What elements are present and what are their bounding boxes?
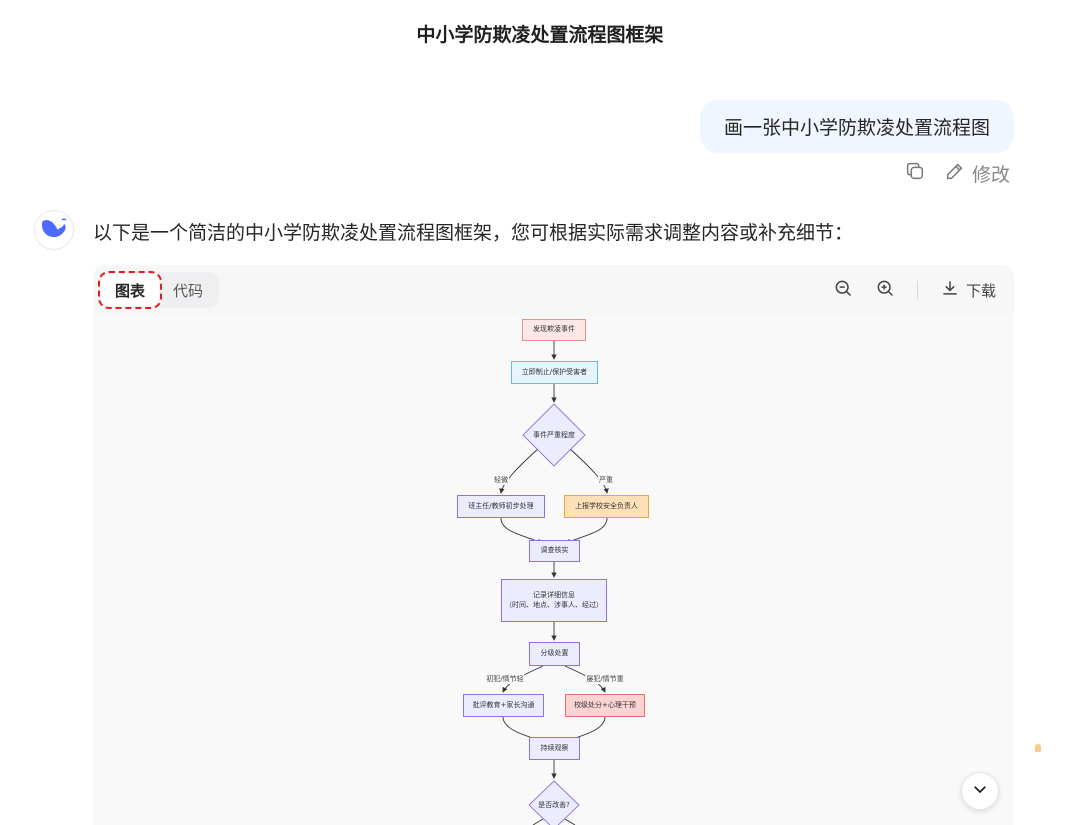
diagram-tools: 下载 [833, 278, 996, 302]
download-label: 下载 [965, 281, 996, 300]
diagram-toolbar: 图表 代码 下载 [93, 265, 1014, 315]
whale-logo-icon [40, 216, 68, 244]
decision-severity-shape [522, 403, 586, 467]
download-button[interactable]: 下载 [940, 278, 996, 302]
diagram-panel: 图表 代码 下载 [93, 265, 1014, 825]
node-report: 上报学校安全负责人 [564, 495, 649, 518]
assistant-message-text: 以下是一个简洁的中小学防欺凌处置流程图框架，您可根据实际需求调整内容或补充细节： [93, 222, 854, 244]
node-severity: 事件严重程度 [533, 431, 575, 439]
scroll-down-button[interactable] [961, 772, 999, 810]
node-investigate: 调查核实 [529, 540, 580, 562]
side-indicator [1035, 744, 1041, 752]
edge-severity-teacher [499, 447, 540, 494]
view-tabs: 图表 代码 [97, 271, 220, 309]
edge-severity-report [568, 447, 609, 494]
edge-improved-next-left [532, 818, 544, 825]
node-teacher: 班主任/教师初步处理 [457, 495, 545, 518]
node-education: 批评教育+家长沟通 [463, 694, 544, 717]
node-discover: 发现欺凌事件 [522, 319, 586, 341]
copy-icon [904, 160, 926, 187]
edge-label-first-minor: 初犯/情节轻 [485, 674, 525, 684]
flowchart-canvas[interactable]: 发现欺凌事件 立即制止/保护受害者 事件严重程度 轻微 严重 班主任/教师初步处… [93, 317, 1014, 825]
chevron-down-icon [971, 780, 989, 802]
node-stop: 立即制止/保护受害者 [511, 361, 598, 384]
tab-code[interactable]: 代码 [173, 281, 204, 300]
copy-button[interactable] [904, 160, 926, 187]
zoom-in-button[interactable] [875, 278, 895, 302]
node-observe: 持续观察 [529, 737, 580, 760]
edge-improved-next-right [564, 818, 576, 825]
toolbar-divider [916, 281, 918, 299]
download-icon [940, 278, 960, 302]
assistant-avatar [34, 210, 74, 250]
zoom-in-icon [875, 278, 895, 302]
node-record: 记录详细信息 （时间、地点、涉事人、经过） [501, 579, 607, 622]
edge-label-serious: 严重 [598, 475, 614, 485]
page-title: 中小学防欺凌处置流程图框架 [416, 24, 664, 46]
node-improved: 是否改善? [538, 801, 570, 809]
edge-label-repeat-serious: 屡犯/情节重 [585, 674, 625, 684]
user-message-text: 画一张中小学防欺凌处置流程图 [723, 117, 990, 139]
edit-button[interactable]: 修改 [944, 160, 1010, 187]
node-discipline: 校级处分+心理干预 [565, 694, 645, 717]
user-message-bubble: 画一张中小学防欺凌处置流程图 [699, 100, 1014, 153]
zoom-out-button[interactable] [833, 278, 853, 302]
message-actions: 修改 [904, 160, 1010, 187]
edit-label: 修改 [971, 164, 1010, 186]
tab-chart[interactable]: 图表 [97, 271, 163, 309]
edit-icon [944, 160, 966, 187]
node-grade: 分级处置 [529, 642, 580, 666]
edge-label-minor: 轻微 [493, 475, 509, 485]
decision-improved-shape [528, 780, 580, 825]
zoom-out-icon [833, 278, 853, 302]
